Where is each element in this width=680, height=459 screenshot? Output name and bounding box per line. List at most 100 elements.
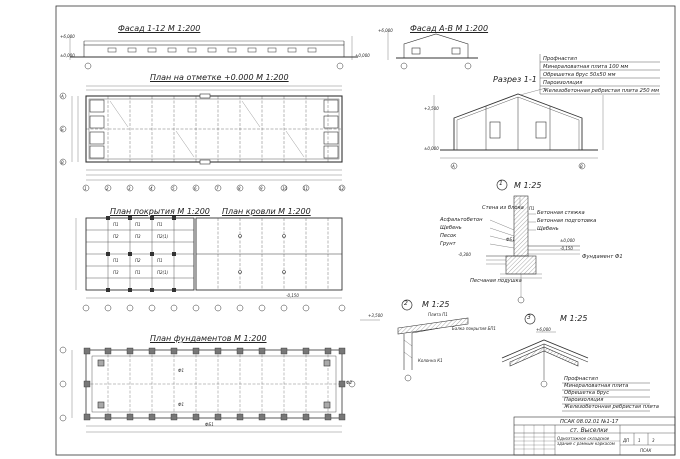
slab-mark: П3 <box>135 234 141 239</box>
title-block-sheet-title: Одноэтажное складское здание с рамным ка… <box>557 436 615 446</box>
node-1-mark-zero: ±0,000 <box>560 238 575 243</box>
axis-number: 2 <box>106 186 109 191</box>
slab-mark: П1 <box>113 222 119 227</box>
facade-1-12-drawing <box>69 36 358 70</box>
bottom-legend-item: Профнастил <box>564 376 598 382</box>
axis-number: 8 <box>238 186 241 191</box>
node-2-mark: +3,500 <box>368 313 383 318</box>
slab-mark: П1 <box>135 270 141 275</box>
elevation-mark: ±0,000 <box>60 53 75 58</box>
axis-letter: А <box>452 164 455 169</box>
roof-layer-4: Пароизоляция <box>543 80 583 86</box>
axis-letter: А <box>61 94 64 99</box>
axis-number: 7 <box>216 186 219 191</box>
node-1-left-layer: Щебень <box>440 225 462 231</box>
elevation-mark: ±0,000 <box>355 53 370 58</box>
roof-plan-drawing <box>82 217 346 312</box>
slab-mark: П1 <box>157 222 163 227</box>
node-1-left-layer: Грунт <box>440 241 456 247</box>
roof-layer-3: Обрешетка брус 50х50 мм <box>543 72 616 78</box>
section-mark: +3,500 <box>424 106 439 111</box>
axis-number: 11 <box>303 186 309 191</box>
roof-slab-plan-drawing <box>75 216 195 292</box>
axis-number: 12 <box>339 186 345 191</box>
roof-plan-mark: -0,150 <box>286 293 299 298</box>
foundation-plan-drawing <box>59 346 356 433</box>
slab-mark: П3 <box>113 270 119 275</box>
node-1-right-layer: Бетонная стяжка <box>537 210 585 216</box>
node-1-mark-base: -0,300 <box>458 252 471 257</box>
node-1-sand-bed-label: Песчаная подушка <box>470 278 522 284</box>
node-3-title: М 1:25 <box>560 314 588 323</box>
node-1-slab-mark: П1 <box>529 206 535 211</box>
bottom-legend-item: Железобетонная ребристая плита <box>564 404 659 410</box>
node-1-left-layer: Асфальтобетон <box>440 217 483 223</box>
axis-letter: В <box>580 164 583 169</box>
axis-number: 10 <box>282 186 288 191</box>
section-1-1-drawing <box>433 87 604 170</box>
bottom-legend-item: Пароизоляция <box>564 397 604 403</box>
floor-plan-drawing <box>59 85 346 192</box>
title-block-org: ПСАК <box>640 448 652 453</box>
roof-layer-5: Железобетонная ребристая плита 250 мм <box>543 88 660 94</box>
roof-layer-1: Профнастил <box>543 56 577 62</box>
elevation-mark: +6,000 <box>60 34 75 39</box>
roof-plan-title: План кровли М 1:200 <box>222 207 311 216</box>
node-1-right-layer: Бетонная подготовка <box>537 218 597 224</box>
axis-number: 3 <box>128 186 131 191</box>
node-1-drawing <box>486 179 580 304</box>
node-1-number: 1 <box>499 180 503 187</box>
foundation-f1-mark: Ф1 <box>178 402 184 407</box>
node-1-pile-mark: ФБ1 <box>506 237 515 242</box>
bottom-legend-item: Минераловатная плита <box>564 383 629 389</box>
slab-mark: П1 <box>157 258 163 263</box>
node-1-title: М 1:25 <box>514 181 542 190</box>
node-1-left-layer: Песок <box>440 233 457 239</box>
bottom-legend-lines <box>562 382 650 412</box>
axis-number: 6 <box>194 186 197 191</box>
title-block-lines <box>513 416 676 456</box>
slab-mark: П2(1) <box>157 234 169 239</box>
axis-number: 4 <box>150 186 153 191</box>
node-3-drawing <box>501 313 589 388</box>
node-2-number: 2 <box>404 300 408 307</box>
title-block-project: ст. Выселки <box>570 427 608 434</box>
node-2-beam-label: Балка покрытия БП1 <box>452 326 496 331</box>
facade-1-12-title: Фасад 1-12 М 1:200 <box>118 24 201 33</box>
node-2-column-label: Колонна К1 <box>418 358 443 363</box>
sheet-frame <box>55 5 676 456</box>
node-2-slab-label: Плита П1 <box>428 312 448 317</box>
slab-mark: П2 <box>113 234 119 239</box>
axis-number: 9 <box>260 186 263 191</box>
title-block-sheet: 1 <box>638 438 641 443</box>
foundation-f2-mark: Ф2 <box>346 380 352 385</box>
title-block-stage: ДП <box>623 438 630 443</box>
node-3-mark: +6,000 <box>536 327 551 332</box>
facade-a-v-drawing <box>387 30 478 70</box>
foundation-fb1-mark: ФБ1 <box>205 422 214 427</box>
axis-letter: Б <box>61 127 64 132</box>
roof-layers-legend-lines <box>539 54 660 95</box>
node-1-mark-low: -0,150 <box>560 246 573 251</box>
slab-mark: П2(1) <box>157 270 169 275</box>
node-2-title: М 1:25 <box>422 300 450 309</box>
facade-a-v-title: Фасад А-В М 1:200 <box>410 24 489 33</box>
section-1-1-title: Разрез 1-1 <box>493 75 537 84</box>
node-2-drawing <box>360 299 469 382</box>
node-1-wall-label: Стена из блока <box>482 205 524 211</box>
elevation-mark: +6,000 <box>378 28 393 33</box>
axis-letter: В <box>61 160 64 165</box>
section-mark: ±0,000 <box>424 146 439 151</box>
axis-number: 1 <box>84 186 87 191</box>
foundation-plan-title: План фундаментов М 1:200 <box>150 334 267 343</box>
roof-slab-plan-title: План покрытия М 1:200 <box>110 207 210 216</box>
slab-mark: П1 <box>113 258 119 263</box>
foundation-f1-mark: Ф1 <box>178 368 184 373</box>
axis-number: 5 <box>172 186 175 191</box>
floor-plan-title: План на отметке +0.000 М 1:200 <box>150 73 289 82</box>
node-1-foundation-label: Фундамент Ф1 <box>582 254 623 260</box>
node-3-number: 3 <box>527 314 531 321</box>
title-block-code: ПСАК 08.02.01 №1-17 <box>560 419 619 425</box>
